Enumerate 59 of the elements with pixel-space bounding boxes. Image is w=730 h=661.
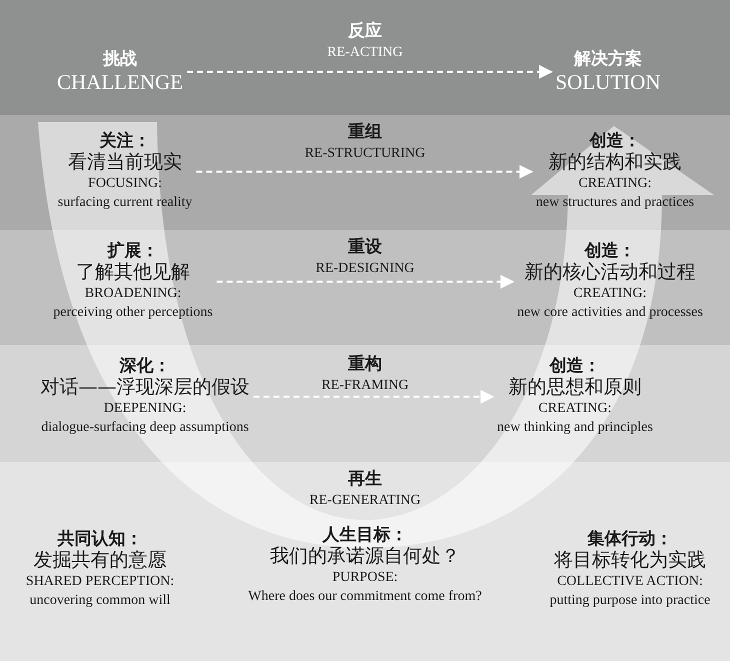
dashed-arrow — [216, 274, 514, 289]
heading: 创造： — [550, 357, 600, 377]
heading: 人生目标： — [322, 526, 408, 546]
english-description: new core activities and processes — [517, 305, 703, 322]
chinese-description: 了解其他见解 — [76, 262, 190, 284]
english-heading: SOLUTION — [556, 70, 660, 94]
stage-heading: 重设 — [348, 238, 382, 258]
stage-english-heading: RE-STRUCTURING — [304, 146, 426, 162]
heading: 创造： — [590, 132, 640, 152]
layer-band — [0, 462, 730, 661]
english-heading: CREATING: — [573, 286, 647, 302]
chinese-description: 新的核心活动和过程 — [524, 262, 696, 284]
english-heading: FOCUSING: — [88, 176, 162, 192]
stage-heading: 重组 — [348, 123, 382, 143]
stage-heading: 再生 — [348, 470, 382, 490]
stage-english-heading: RE-FRAMING — [321, 378, 409, 394]
heading: 深化： — [120, 357, 170, 377]
chinese-description: 新的思想和原则 — [508, 376, 642, 398]
layer-band — [0, 345, 730, 462]
dashed-arrow — [187, 64, 553, 79]
english-description: putting purpose into practice — [550, 593, 710, 610]
chinese-description: 我们的承诺源自何处？ — [270, 546, 460, 568]
english-description: uncovering common will — [30, 593, 170, 610]
dashed-arrow — [254, 390, 494, 404]
english-description: new structures and practices — [536, 195, 694, 212]
english-heading: CREATING: — [538, 401, 612, 418]
english-description: new thinking and principles — [497, 420, 653, 437]
stage-heading: 反应 — [348, 22, 382, 42]
dashed-arrow — [196, 164, 534, 179]
english-heading: SHARED PERCEPTION: — [26, 574, 174, 590]
stage-english-heading: RE-ACTING — [327, 44, 403, 61]
heading: 扩展： — [108, 242, 158, 262]
heading: 创造： — [584, 242, 636, 262]
english-description: perceiving other perceptions — [53, 305, 213, 322]
chinese-description: 对话——浮现深层的假设 — [40, 376, 250, 398]
layer-band — [0, 0, 730, 115]
english-heading: CHALLENGE — [57, 70, 183, 94]
heading: 关注： — [100, 132, 150, 152]
english-heading: PURPOSE: — [332, 570, 398, 586]
heading: 共同认知： — [58, 530, 142, 550]
chinese-description: 将目标转化为实践 — [554, 550, 706, 572]
english-heading: CREATING: — [578, 176, 652, 192]
stage-english-heading: RE-DESIGNING — [316, 260, 414, 277]
heading: 挑战 — [103, 50, 137, 70]
english-description: dialogue-surfacing deep assumptions — [41, 420, 249, 437]
chinese-description: 看清当前现实 — [68, 152, 182, 174]
english-heading: COLLECTIVE ACTION: — [557, 574, 703, 590]
english-description: Where does our commitment come from? — [248, 589, 482, 606]
stage-english-heading: RE-GENERATING — [309, 492, 421, 509]
heading: 集体行动： — [588, 530, 672, 550]
stage-heading: 重构 — [348, 355, 382, 375]
english-description: surfacing current reality — [58, 195, 192, 212]
english-heading: DEEPENING: — [104, 401, 186, 418]
layer-band — [0, 230, 730, 345]
layer-band — [0, 115, 730, 230]
english-heading: BROADENING: — [84, 286, 182, 302]
chinese-description: 发掘共有的意愿 — [34, 550, 166, 572]
heading: 解决方案 — [574, 50, 642, 70]
chinese-description: 新的结构和实践 — [548, 152, 682, 174]
